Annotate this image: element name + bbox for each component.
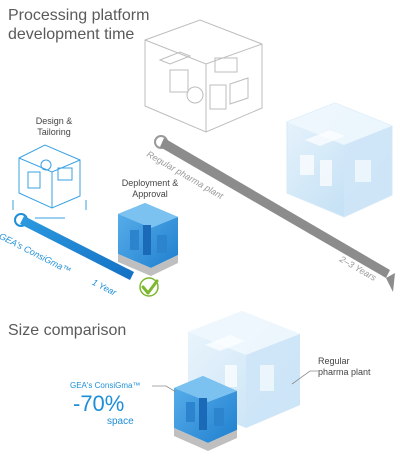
leader-lines bbox=[152, 370, 318, 393]
size-regular-label-line2: pharma plant bbox=[318, 367, 371, 377]
deployment-label-line2: Approval bbox=[132, 189, 168, 199]
design-label-line1: Design & bbox=[35, 116, 73, 126]
check-icon bbox=[139, 277, 159, 297]
title-line2: development time bbox=[8, 26, 135, 43]
consigma-cube bbox=[118, 203, 178, 276]
size-regular-label-line1: Regular bbox=[318, 356, 350, 366]
regular-plant-cube bbox=[286, 102, 393, 218]
regular-timeline bbox=[154, 135, 395, 292]
design-wireframe bbox=[12, 144, 87, 219]
consigma-timeline bbox=[14, 213, 134, 280]
size-consigma-label: GEA's ConsiGma™ bbox=[70, 381, 141, 390]
section2-title: Size comparison bbox=[8, 322, 127, 339]
section1-title: Processing platform development time bbox=[8, 6, 149, 44]
design-label-line2: Tailoring bbox=[37, 127, 71, 137]
space-reduction-unit: space bbox=[107, 416, 134, 427]
regular-plant-wireframe bbox=[144, 19, 263, 133]
space-reduction-value: -70% bbox=[73, 391, 125, 416]
size-regular-label: Regular pharma plant bbox=[318, 356, 388, 378]
deployment-label-line1: Deployment & bbox=[121, 178, 179, 188]
size-consigma-cube bbox=[174, 376, 237, 451]
title-line1: Processing platform bbox=[8, 7, 150, 24]
design-label: Design & Tailoring bbox=[24, 116, 84, 138]
deployment-label: Deployment & Approval bbox=[115, 178, 185, 200]
